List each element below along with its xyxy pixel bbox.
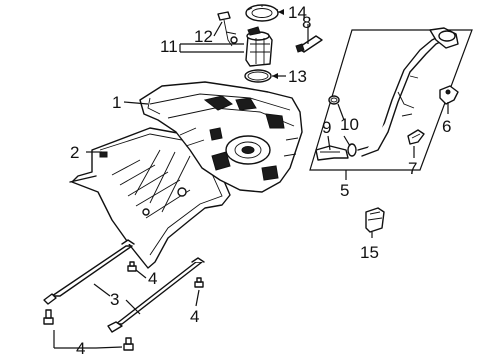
vent-connector	[295, 35, 323, 53]
filler-pipe-box	[309, 29, 473, 171]
fuel-pump-module	[245, 26, 273, 67]
arrow-13	[272, 73, 278, 79]
bolt-3	[43, 309, 54, 325]
hose-clamp	[328, 95, 357, 157]
filler-hose	[315, 145, 349, 161]
callout-14: 14	[288, 3, 307, 22]
callout-15: 15	[360, 243, 379, 262]
pipe-bracket	[407, 129, 425, 145]
bolt-2	[194, 277, 204, 288]
callout-8: 8	[302, 13, 311, 32]
filler-cap-retainer	[439, 85, 459, 105]
callout-12: 12	[194, 27, 213, 46]
fuel-pump-relay	[365, 207, 385, 233]
arrow-14	[278, 9, 284, 15]
callout-1: 1	[112, 93, 121, 112]
callout-5: 5	[340, 181, 349, 200]
callout-4-bottom: 4	[76, 339, 85, 358]
callout-4-top: 4	[148, 269, 157, 288]
fuel-tank	[139, 81, 303, 193]
gasket	[244, 69, 272, 83]
tank-straps	[43, 239, 205, 333]
filler-pipe	[357, 27, 459, 157]
callout-2: 2	[70, 143, 79, 162]
callout-4-right: 4	[190, 307, 199, 326]
callout-13: 13	[288, 67, 307, 86]
callout-9: 9	[322, 118, 331, 137]
leader-lines	[53, 11, 449, 349]
bolt-1	[127, 261, 137, 272]
lock-ring	[245, 4, 279, 22]
callout-10: 10	[340, 115, 359, 134]
callout-11: 11	[160, 37, 178, 56]
callout-3: 3	[110, 290, 119, 309]
fuel-level-sender	[217, 11, 238, 47]
callout-7: 7	[408, 159, 417, 178]
callout-labels: 1 2 3 4 4 4 5 6 7 8 9 10 11 12 13 14 15	[70, 3, 451, 358]
callout-6: 6	[442, 117, 451, 136]
bolt-4	[123, 337, 134, 351]
